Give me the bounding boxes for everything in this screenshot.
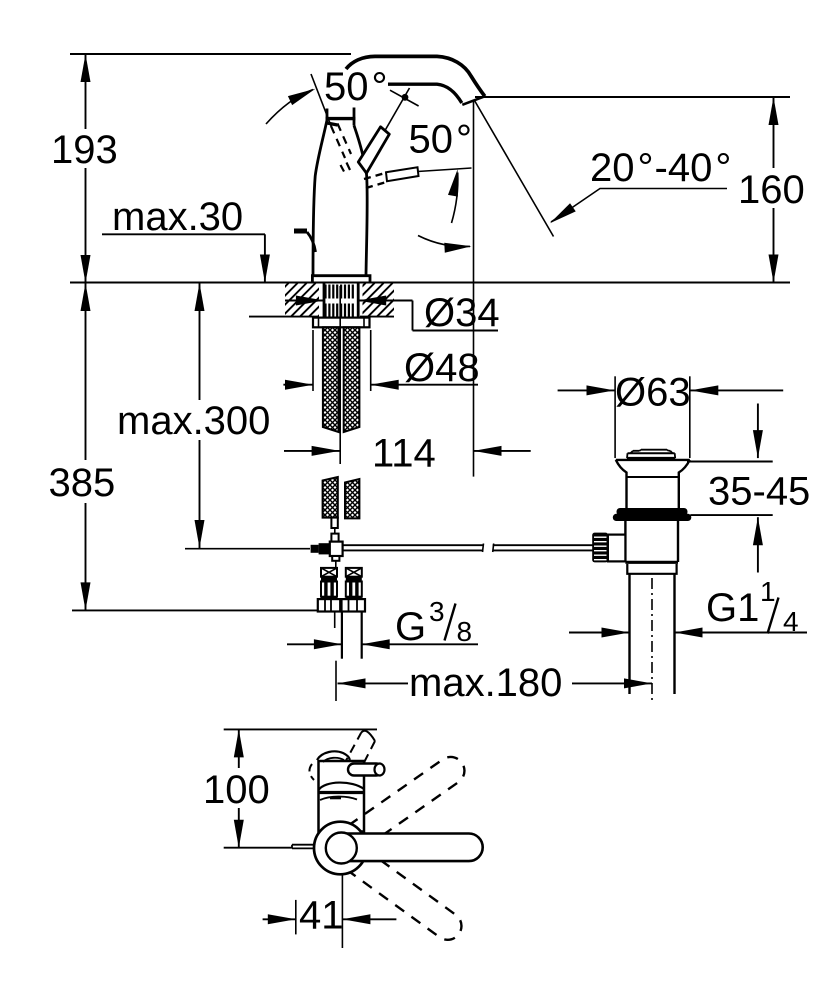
svg-text:1: 1 [760,576,776,607]
svg-text:max.30: max.30 [112,195,243,239]
svg-text:max.180: max.180 [409,661,562,705]
svg-text:385: 385 [49,461,116,505]
svg-text:8: 8 [457,616,473,647]
svg-text:160: 160 [738,168,805,212]
svg-text:114: 114 [372,432,436,476]
svg-text:35-45: 35-45 [708,470,810,514]
svg-text:Ø48: Ø48 [404,346,480,390]
svg-text:50°: 50° [409,118,473,162]
svg-text:Ø34: Ø34 [424,291,500,335]
svg-text:max.300: max.300 [117,399,270,443]
svg-text:G1: G1 [706,586,759,630]
svg-text:20°-40°: 20°-40° [590,146,731,190]
svg-text:193: 193 [51,128,118,172]
svg-text:100: 100 [203,768,270,812]
svg-text:3: 3 [429,596,445,627]
svg-text:G: G [395,605,426,649]
svg-text:Ø63: Ø63 [615,371,691,415]
svg-text:50°: 50° [324,65,388,109]
svg-text:41: 41 [299,894,344,938]
svg-text:4: 4 [783,606,799,637]
